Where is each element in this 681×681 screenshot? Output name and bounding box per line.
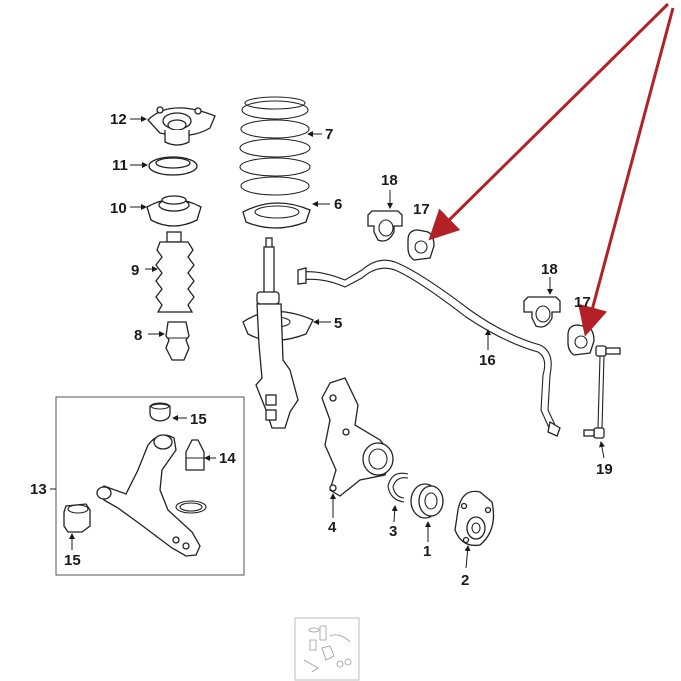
callout-7: 7 bbox=[325, 126, 333, 143]
wheel-bearing-part bbox=[410, 483, 444, 519]
control-arm-bushing-rear-part bbox=[63, 503, 91, 533]
snap-ring-part bbox=[387, 472, 409, 503]
callout-9: 9 bbox=[131, 262, 139, 279]
callout-19: 19 bbox=[596, 461, 613, 478]
ball-joint-clip-part bbox=[175, 500, 207, 514]
stabilizer-bar-part bbox=[297, 259, 561, 437]
callout-11: 11 bbox=[112, 157, 128, 174]
callout-14: 14 bbox=[219, 450, 236, 467]
stabilizer-bushing-upper-part bbox=[407, 229, 435, 261]
bump-stop-part bbox=[165, 321, 190, 361]
callout-5: 5 bbox=[334, 315, 342, 332]
callout-13: 13 bbox=[30, 481, 47, 498]
thumbnail-preview[interactable] bbox=[294, 617, 360, 681]
callout-16: 16 bbox=[479, 352, 496, 369]
callout-8: 8 bbox=[134, 327, 142, 344]
stabilizer-link-part bbox=[583, 345, 621, 439]
bearing-part bbox=[148, 156, 198, 176]
spring-insulator-part bbox=[242, 202, 311, 229]
hub-part bbox=[454, 490, 495, 547]
bushing-bracket-upper-part bbox=[367, 210, 403, 242]
callout-2: 2 bbox=[461, 572, 469, 589]
callout-12: 12 bbox=[110, 111, 127, 128]
highlight-arrows bbox=[428, 2, 675, 337]
callout-3: 3 bbox=[389, 523, 397, 540]
control-arm-group-frame bbox=[55, 396, 245, 576]
callout-15-bushing: 15 bbox=[190, 411, 207, 428]
bushing-bracket-lower-part bbox=[523, 296, 561, 328]
callout-labels: 1 2 3 4 5 6 7 8 9 10 11 12 13 14 15 15 1… bbox=[30, 111, 613, 589]
callout-18-lower: 18 bbox=[541, 261, 558, 278]
control-arm-part bbox=[96, 434, 201, 557]
ball-joint-part bbox=[185, 439, 205, 471]
knuckle-part bbox=[321, 377, 394, 497]
control-arm-bushing-front-part bbox=[149, 402, 171, 422]
callout-18-upper: 18 bbox=[381, 172, 398, 189]
callout-1: 1 bbox=[423, 543, 431, 560]
callout-17-upper: 17 bbox=[413, 201, 430, 218]
leader-lines bbox=[50, 116, 605, 569]
coil-spring-part bbox=[239, 96, 311, 196]
strut-assembly-part bbox=[242, 237, 314, 429]
dust-boot-part bbox=[155, 231, 195, 313]
strut-mount-part bbox=[147, 106, 216, 146]
callout-17-lower: 17 bbox=[574, 294, 591, 311]
callout-15-rear-bushing: 15 bbox=[64, 552, 81, 569]
callout-4: 4 bbox=[328, 519, 337, 536]
stabilizer-bushing-lower-part bbox=[567, 324, 595, 356]
callout-10: 10 bbox=[110, 200, 127, 217]
callout-6: 6 bbox=[334, 196, 342, 213]
upper-spring-seat-part bbox=[146, 195, 202, 227]
